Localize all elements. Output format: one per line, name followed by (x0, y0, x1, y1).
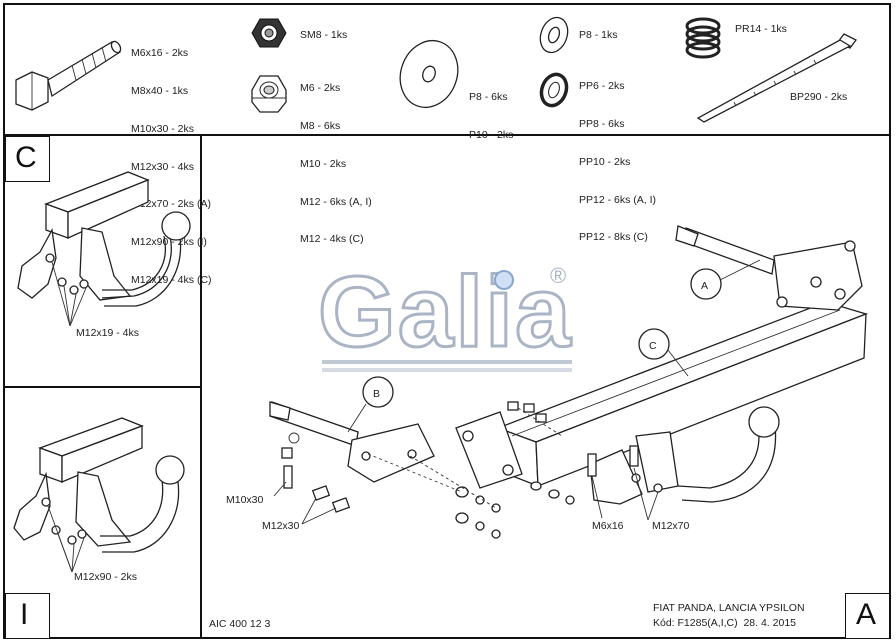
nut-list: M6 - 2ks M8 - 6ks M10 - 2ks M12 - 6ks (A… (300, 57, 372, 259)
spring-washer-list: PP6 - 2ks PP8 - 6ks PP10 - 2ks PP12 - 6k… (579, 55, 656, 257)
nut-item: M12 - 4ks (C) (300, 233, 364, 246)
galia-logo: Galia ® (317, 255, 580, 376)
header-divider (3, 134, 891, 136)
cable-tie-icon (696, 33, 857, 123)
bolt-item: M12x19 - 4ks (C) (131, 273, 212, 286)
nut-icon (251, 75, 287, 113)
label-m12x30: M12x30 (262, 520, 300, 532)
bolt-list: M6x16 - 2ks M8x40 - 1ks M10x30 - 2ks M12… (131, 22, 212, 299)
callout-b: B (373, 388, 380, 400)
spring-icon (685, 17, 721, 59)
panel-a-letter-box (845, 593, 890, 639)
spring-washer-item: PP6 - 2ks (579, 80, 625, 93)
panel-c-bolt-label: M12x19 - 4ks (76, 327, 140, 339)
washer-label: P8 - 1ks (579, 29, 618, 41)
spring-washer-item: PP8 - 6ks (579, 117, 625, 130)
self-lock-nut-label: SM8 - 1ks (300, 29, 348, 41)
spring-washer-icon (539, 72, 569, 108)
vehicle-name: FIAT PANDA, LANCIA YPSILON (653, 602, 805, 614)
side-panel-split (3, 386, 201, 388)
cable-tie-label: BP290 - 2ks (790, 91, 848, 103)
spring-label: PR14 - 1ks (735, 23, 787, 35)
callout-c: C (649, 340, 657, 352)
bolt-item: M12x30 - 4ks (131, 160, 195, 173)
bolt-item: M6x16 - 2ks (131, 47, 189, 60)
logo-graphic: Galia (317, 255, 573, 372)
bolt-item: M10x30 - 2ks (131, 122, 195, 135)
bolt-item: M12x70 - 2ks (A) (131, 198, 211, 211)
nut-item: M10 - 2ks (300, 157, 347, 170)
logo-text: Galia (318, 256, 573, 368)
callout-a: A (701, 280, 708, 292)
bolt-item: M8x40 - 1ks (131, 84, 189, 97)
label-m12x70: M12x70 (652, 520, 690, 532)
spring-washer-item: PP12 - 8ks (C) (579, 231, 648, 244)
spring-washer-item: PP12 - 6ks (A, I) (579, 193, 657, 206)
self-lock-nut-icon (251, 18, 287, 48)
logo-registered-mark: ® (550, 263, 567, 288)
panel-c-letter: C (15, 141, 37, 174)
label-m10x30: M10x30 (226, 494, 264, 506)
panel-i-letter-box (5, 593, 50, 639)
bolt-item: M12x90 - 2ks (I) (131, 236, 207, 249)
panel-c-letter-box (5, 136, 50, 182)
drawing-frame (3, 3, 891, 639)
label-m6x16: M6x16 (592, 520, 624, 532)
kit-code: Kód: F1285(A,I,C) 28. 4. 2015 (653, 617, 797, 629)
towbar-detail-c (17, 171, 191, 327)
side-panel-divider (200, 134, 202, 639)
big-washer-item: P10 - 2ks (469, 128, 514, 141)
nut-item: M6 - 2ks (300, 82, 341, 95)
big-washer-icon (399, 39, 459, 109)
spring-washer-item: PP10 - 2ks (579, 155, 631, 168)
assembly-drawing: A B C M10x30 M12x30 M6x16 M12x70 (226, 225, 869, 539)
nut-item: M8 - 6ks (300, 119, 341, 132)
bolt-icon (15, 40, 122, 111)
nut-item: M12 - 6ks (A, I) (300, 195, 372, 208)
panel-i-letter: I (20, 598, 29, 631)
towbar-detail-i (13, 417, 185, 573)
washer-icon (539, 16, 569, 54)
panel-i-bolt-label: M12x90 - 2ks (74, 571, 138, 583)
big-washer-item: P8 - 6ks (469, 91, 508, 104)
big-washer-list: P8 - 6ks P10 - 2ks (469, 66, 513, 154)
panel-a-letter: A (856, 598, 877, 631)
drawing-code: AIC 400 12 3 (209, 618, 271, 630)
